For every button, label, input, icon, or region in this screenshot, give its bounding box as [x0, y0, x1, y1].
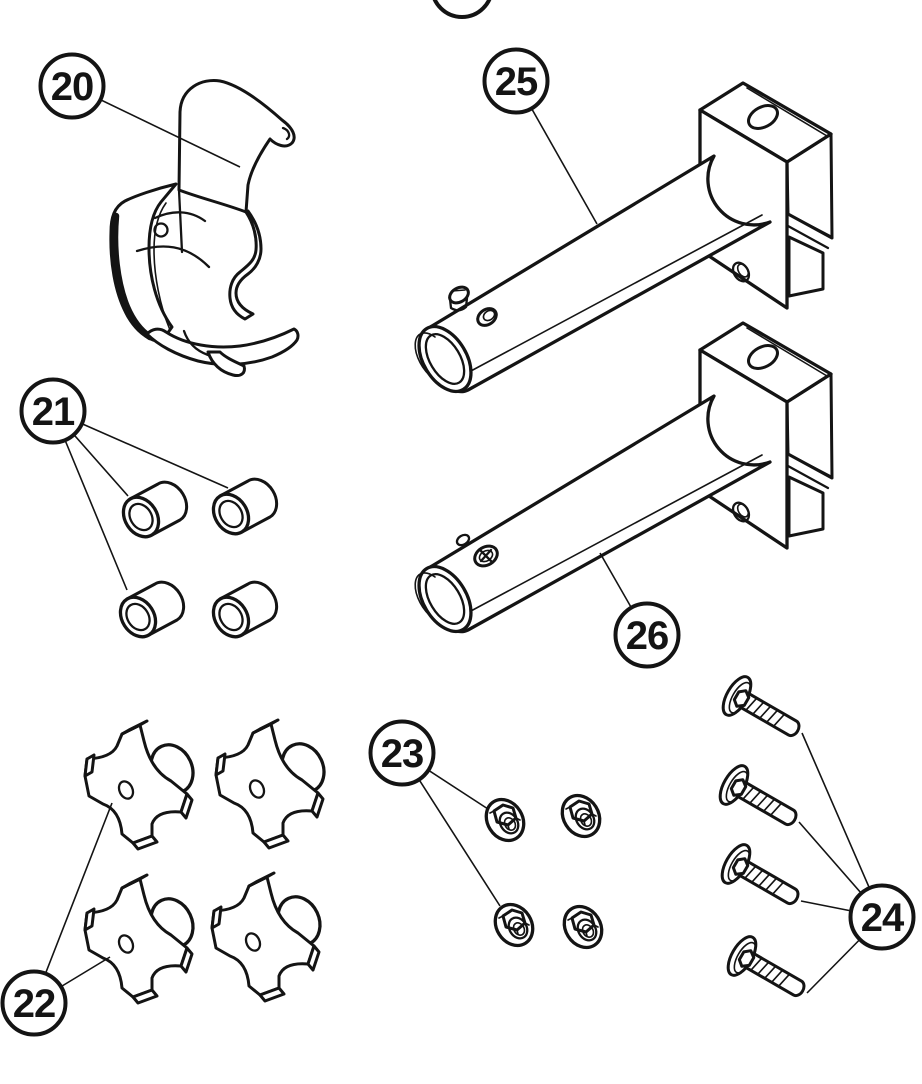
callout-partial-top	[432, 0, 492, 19]
callout-22: 22	[0, 969, 68, 1037]
clamp-flange-shaded-edge	[111, 212, 154, 341]
bushing-top-left	[114, 480, 189, 545]
clamp-bottom-cradle	[145, 327, 300, 366]
clamp-hook-curl	[281, 126, 291, 141]
callout-24: 24	[848, 883, 916, 951]
tube-25-pin-hole	[476, 307, 498, 327]
part-21-bushings	[111, 477, 279, 645]
callout-25-number: 25	[495, 60, 538, 104]
bolt-1	[716, 670, 810, 752]
callout-24-number: 24	[861, 896, 905, 940]
nut-bottom-left	[486, 895, 542, 955]
tube-26-pin-notch	[455, 533, 471, 547]
callout-26-number: 26	[626, 614, 669, 658]
bolt-3	[715, 838, 809, 920]
part-25-tube-bracket	[406, 81, 834, 403]
tube-26-screw-head	[473, 544, 499, 568]
clamp-inner-curl-line	[182, 329, 210, 357]
clamp-bottom-curl	[206, 350, 246, 377]
clamp-right-s-piece	[228, 209, 263, 321]
clamp-left-flange	[109, 182, 178, 343]
callouts: 20 21 22 23 24 25 26	[0, 0, 916, 1037]
callout-26: 26	[613, 601, 681, 669]
callout-23: 23	[368, 719, 436, 787]
knob-top-right	[214, 718, 334, 850]
clamp-hole	[153, 222, 169, 238]
callout-25: 25	[482, 47, 550, 115]
part-23-flange-nuts	[477, 786, 611, 957]
nut-top-right	[553, 786, 609, 846]
part-22-star-knobs	[83, 718, 334, 1005]
callout-23-number: 23	[381, 732, 424, 776]
part-26-tube-bracket	[406, 321, 834, 643]
nut-bottom-right	[555, 897, 611, 957]
nut-top-left	[477, 790, 533, 850]
callout-21-number: 21	[32, 390, 75, 434]
clamp-strap-left-edge	[177, 188, 184, 254]
bolt-4	[721, 930, 815, 1012]
leader-lines	[33, 80, 883, 1004]
tube-25-snap-pin	[448, 285, 470, 312]
part-20-clamp	[109, 78, 300, 377]
bushing-bottom-right	[204, 580, 279, 645]
bushing-bottom-left	[111, 580, 186, 645]
part-24-bolts	[713, 670, 815, 1012]
bushing-top-right	[204, 477, 279, 542]
callout-20-number: 20	[51, 65, 94, 109]
leader-line-24	[798, 732, 883, 994]
knob-bottom-right	[210, 871, 330, 1003]
callout-20: 20	[38, 52, 106, 120]
callout-21: 21	[19, 377, 87, 445]
callout-22-number: 22	[13, 982, 56, 1026]
knob-bottom-left	[83, 873, 203, 1005]
bolt-2	[713, 759, 807, 841]
